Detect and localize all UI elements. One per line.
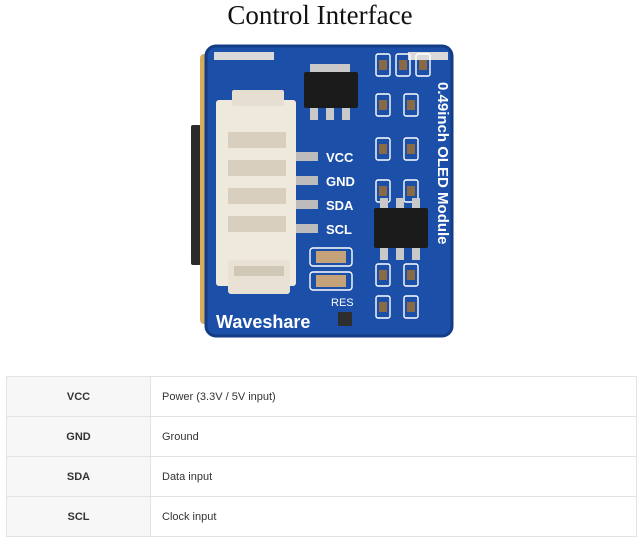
table-row: VCC Power (3.3V / 5V input) (6, 376, 637, 417)
reset-pad (338, 312, 352, 326)
module-name: 0.49inch OLED Module (434, 82, 451, 245)
table-row: GND Ground (6, 416, 637, 457)
pin-description-cell: Clock input (150, 496, 637, 537)
pcb-board-shade (204, 44, 454, 338)
pin-description-cell: Power (3.3V / 5V input) (150, 376, 637, 417)
brand-logo: Waveshare (216, 312, 310, 332)
connector-slot (228, 132, 286, 148)
corner-pad (408, 52, 448, 60)
chip-top-leg (326, 108, 334, 120)
pin-label-vcc: VCC (326, 150, 354, 165)
table-row: SDA Data input (6, 456, 637, 497)
pin-description-cell: Data input (150, 456, 637, 497)
smd-components (375, 53, 431, 319)
pin-description-cell: Ground (150, 416, 637, 457)
connector-pin (296, 176, 318, 185)
connector-pin (296, 224, 318, 233)
side-bracket (191, 125, 201, 265)
chip-top-leg (342, 108, 350, 120)
chip-top (304, 72, 358, 108)
connector-pin (296, 152, 318, 161)
connector-slot (228, 188, 286, 204)
pin-table: VCC Power (3.3V / 5V input) GND Ground S… (6, 376, 637, 537)
chip-bottom-leg (412, 198, 420, 210)
connector-slot (228, 160, 286, 176)
pin-name-cell: SCL (6, 496, 151, 537)
chip-top-leg (310, 108, 318, 120)
pin-label-scl: SCL (326, 222, 352, 237)
capacitor-body (316, 275, 346, 287)
capacitor (309, 271, 353, 291)
table-row: SCL Clock input (6, 496, 637, 537)
pin-name-cell: SDA (6, 456, 151, 497)
reset-label: RES (331, 297, 354, 309)
chip-bottom-leg (396, 198, 404, 210)
connector-latch-inner (234, 266, 284, 276)
chip-top-legs (310, 64, 350, 74)
pin-label-gnd: GND (326, 174, 355, 189)
pin-label-sda: SDA (326, 198, 354, 213)
connector-latch (228, 260, 290, 294)
smd-resistors (379, 60, 427, 312)
chip-bottom-leg (380, 198, 388, 210)
chip-bottom-leg (396, 248, 404, 260)
chip-bottom-leg (412, 248, 420, 260)
capacitor-body (316, 251, 346, 263)
oled-module-image: VCC GND SDA SCL (191, 44, 454, 338)
corner-pad (214, 52, 274, 60)
connector-slot (228, 216, 286, 232)
connector-top (232, 90, 284, 106)
pin-name-cell: GND (6, 416, 151, 457)
capacitor (309, 247, 353, 267)
connector-pin (296, 200, 318, 209)
chip-bottom-leg (380, 248, 388, 260)
chip-bottom (374, 208, 428, 248)
page-title: Control Interface (227, 0, 413, 30)
pin-name-cell: VCC (6, 376, 151, 417)
